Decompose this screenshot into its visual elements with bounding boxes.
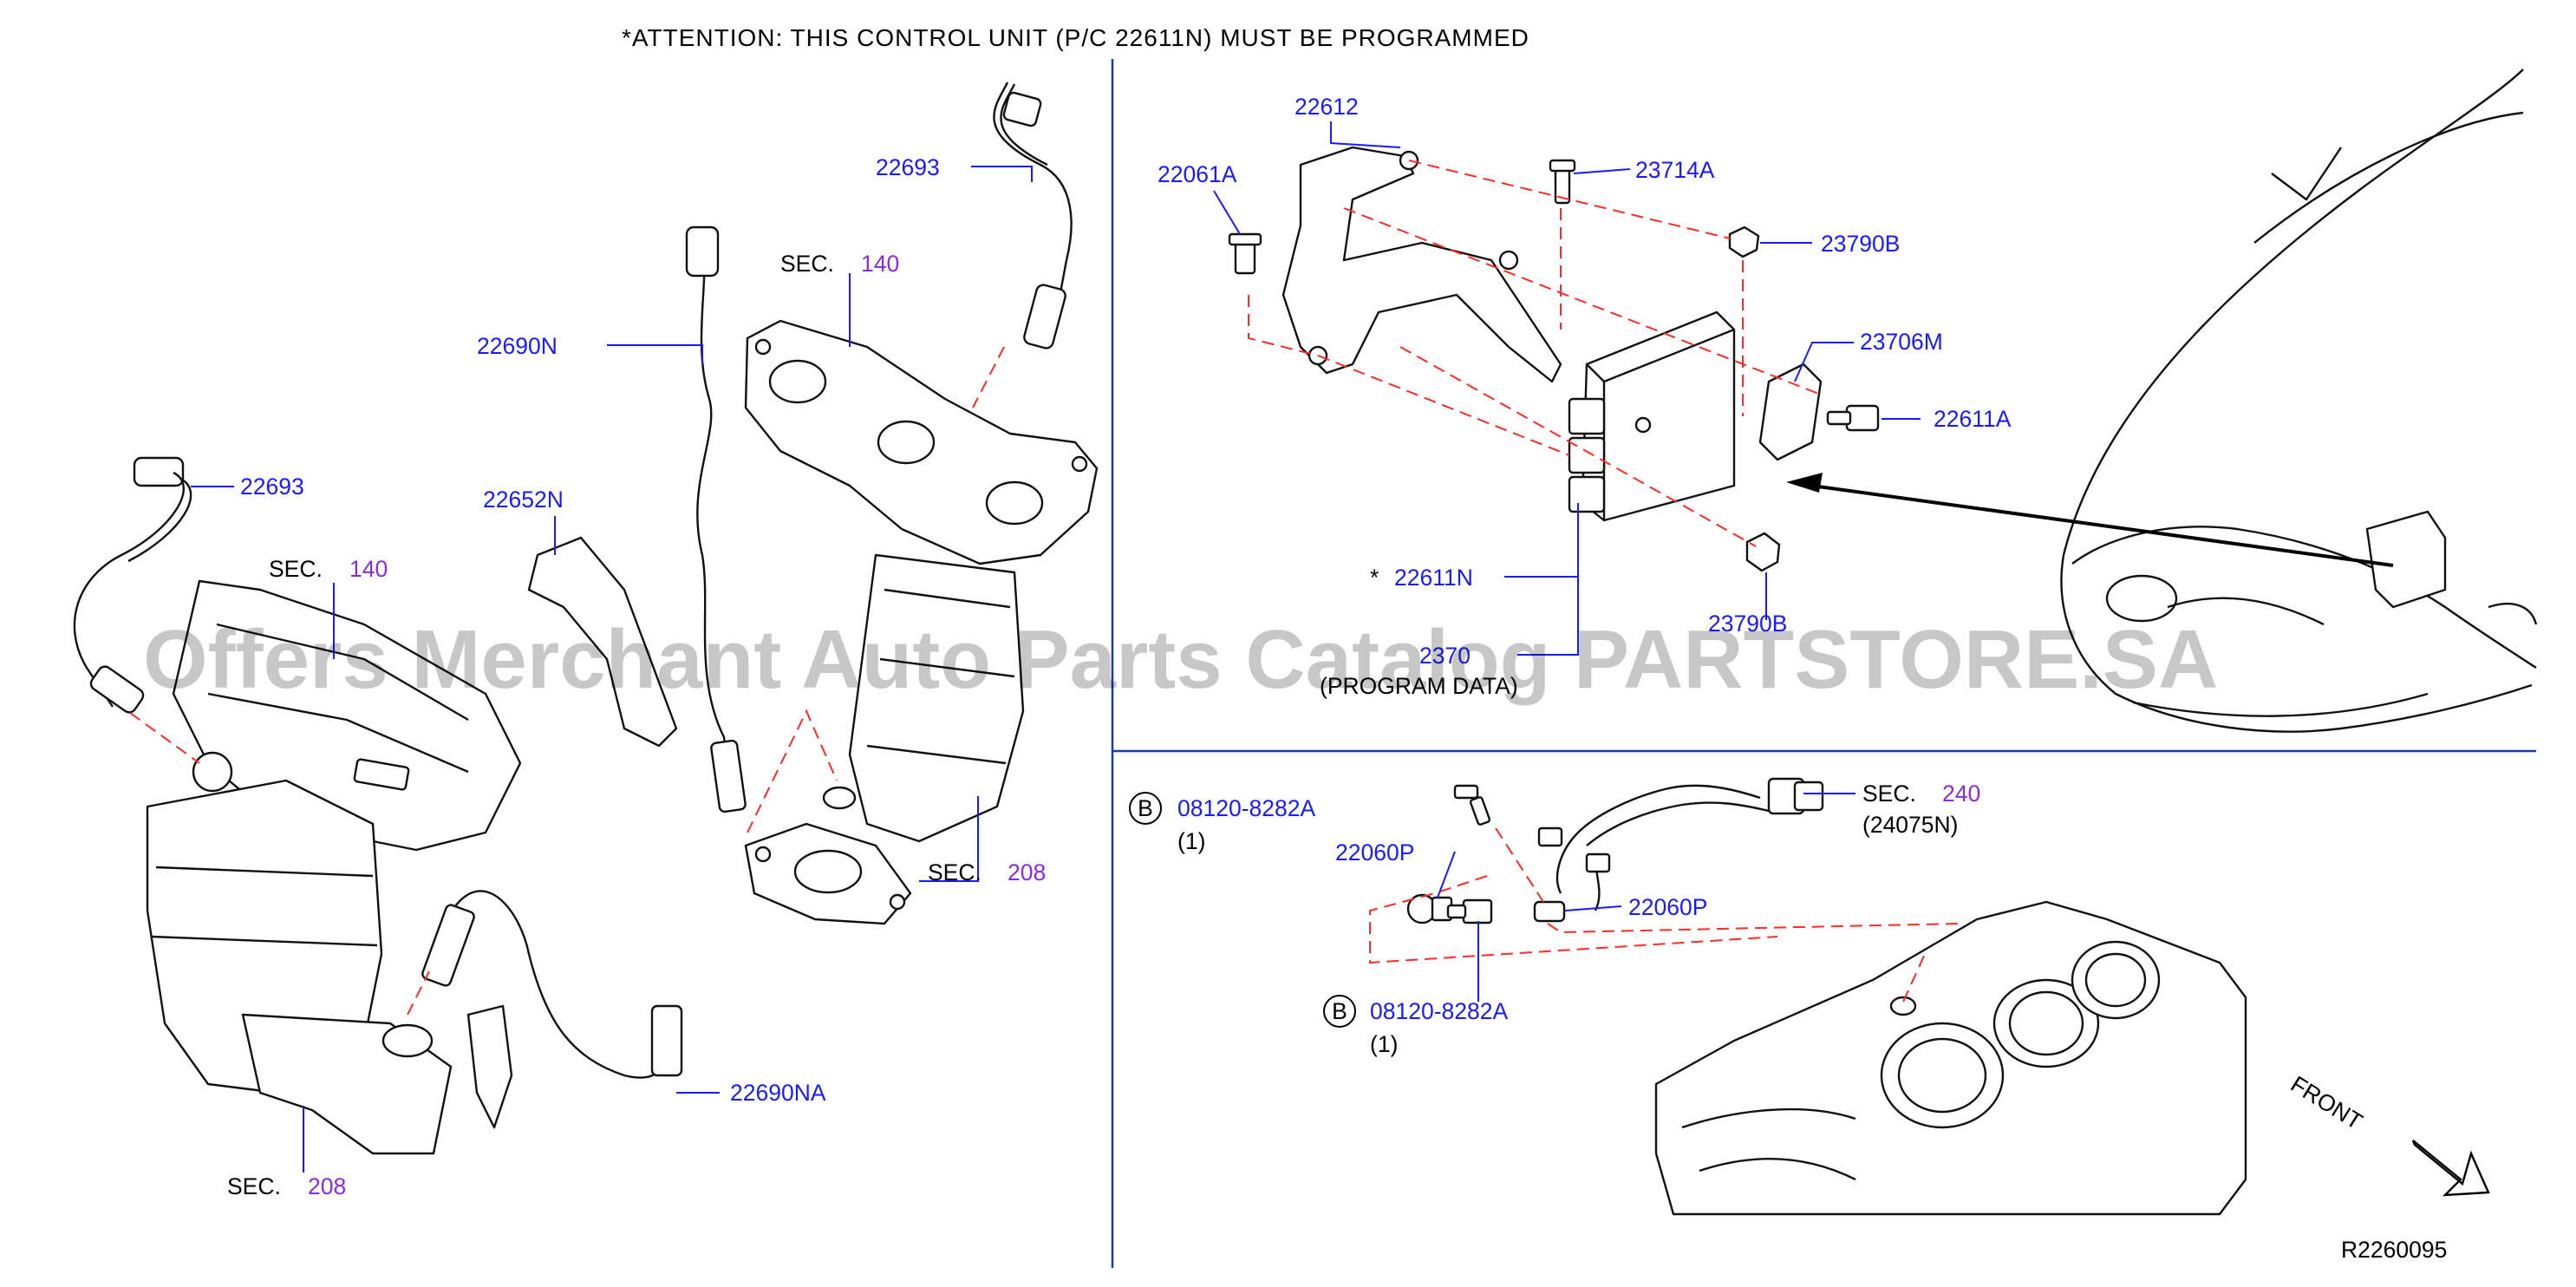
label-sec-208-bottom: SEC. [227,1173,281,1199]
label-sec-240-num[interactable]: 240 [1942,781,1980,807]
label-qty-bottom: (1) [1370,1031,1398,1057]
label-22690N[interactable]: 22690N [477,333,558,359]
connection-dash [129,712,200,764]
leader-line [1517,577,1579,656]
location-arrow-head [1786,473,1823,493]
label-22611N-star: * [1370,565,1379,591]
knock-sensor-harness[interactable] [1537,777,1824,911]
callout-b-top-circle [1129,792,1162,825]
label-08120-8282A-bottom[interactable]: 08120-8282A [1370,998,1508,1024]
leader-line [1504,503,1579,578]
callout-b-top: B [1138,795,1153,821]
label-23714A[interactable]: 23714A [1635,157,1715,183]
label-22611A[interactable]: 22611A [1934,406,2012,432]
label-sec-140-top-num[interactable]: 140 [861,251,899,277]
label-qty-top: (1) [1177,828,1205,854]
connection-dash [972,346,1005,408]
connection-dash [1902,953,1926,1003]
label-sec-208-bottom-num[interactable]: 208 [308,1173,346,1199]
connection-dash [1317,355,1570,456]
right-manifold-assembly[interactable] [685,82,1099,925]
connection-dash [1399,346,1757,547]
leader-line [1330,121,1401,148]
label-sec-208-right: SEC. [928,859,981,885]
label-22652N[interactable]: 22652N [483,487,564,513]
bolt-08120-bottom[interactable] [1446,898,1493,924]
nut-23790B-bottom[interactable] [1745,532,1781,572]
connection-dash [1369,875,1778,964]
connection-dash [1495,827,1544,903]
engine-block [1654,900,2247,1216]
connection-dash [1248,295,1319,356]
leader-line [607,344,703,364]
front-arrow-icon [2411,1140,2490,1197]
callout-b-bottom: B [1332,998,1347,1024]
connection-dash [1343,207,1822,395]
watermark: Offers Merchant Auto Parts Catalog PARTS… [143,613,2218,706]
connection-dash [747,709,838,833]
leader-line [1437,851,1456,898]
left-manifold-assembly[interactable] [73,456,683,1155]
label-23790B-top[interactable]: 23790B [1821,231,1900,257]
label-22612[interactable]: 22612 [1295,94,1359,120]
bolt-23714A[interactable] [1549,159,1576,205]
leader-line [1794,342,1854,382]
label-2370-partial[interactable]: 2370 [1419,643,1471,669]
label-24075N: (24075N) [1862,812,1958,838]
knock-sensor-left[interactable] [1406,893,1453,924]
label-22690NA[interactable]: 22690NA [730,1080,826,1106]
leader-line [1213,190,1241,235]
label-22060P-right[interactable]: 22060P [1628,894,1707,920]
label-sec-240: SEC. [1862,781,1916,807]
ecm-unit-22611N[interactable] [1568,310,1736,522]
leader-line [1573,168,1631,174]
ecm-bracket-23706M[interactable] [1758,363,1823,461]
leader-line [971,166,1033,182]
knock-sensor-right[interactable] [1533,900,1566,923]
label-22693-top[interactable]: 22693 [876,154,940,180]
vehicle-location-view [2060,69,2538,733]
leader-line [919,796,979,882]
label-22060P-left[interactable]: 22060P [1335,839,1414,866]
attention-header: *ATTENTION: THIS CONTROL UNIT (P/C 22611… [622,24,1529,51]
label-sec-140-top: SEC. [780,251,834,277]
connection-dash [1408,160,1731,239]
callout-b-bottom-circle [1323,995,1356,1028]
label-23706M[interactable]: 23706M [1860,329,1943,355]
location-arrow [1798,482,2394,567]
connection-dash [407,970,430,1016]
bolt-22611A[interactable] [1826,404,1880,432]
diagram-code: R2260095 [2341,1237,2447,1263]
label-sec-140-left: SEC. [269,556,323,582]
nut-23790B-top[interactable] [1728,225,1760,258]
label-sec-208-right-num[interactable]: 208 [1008,859,1046,885]
ecm-bracket-22612[interactable] [1281,146,1562,383]
label-sec-140-left-num[interactable]: 140 [349,556,388,582]
label-22061A[interactable]: 22061A [1158,161,1237,187]
front-label: FRONT [2286,1071,2367,1135]
label-23790B-bottom[interactable]: 23790B [1708,611,1787,637]
connection-dash [1547,923,1960,934]
label-program-note: (PROGRAM DATA) [1320,673,1518,699]
label-22693-left[interactable]: 22693 [240,474,304,500]
leader-line [1564,905,1622,911]
label-08120-8282A-top[interactable]: 08120-8282A [1177,795,1315,821]
bolt-22061A[interactable] [1228,232,1262,275]
bolt-08120-top[interactable] [1453,784,1491,826]
label-22611N[interactable]: 22611N [1394,565,1473,591]
